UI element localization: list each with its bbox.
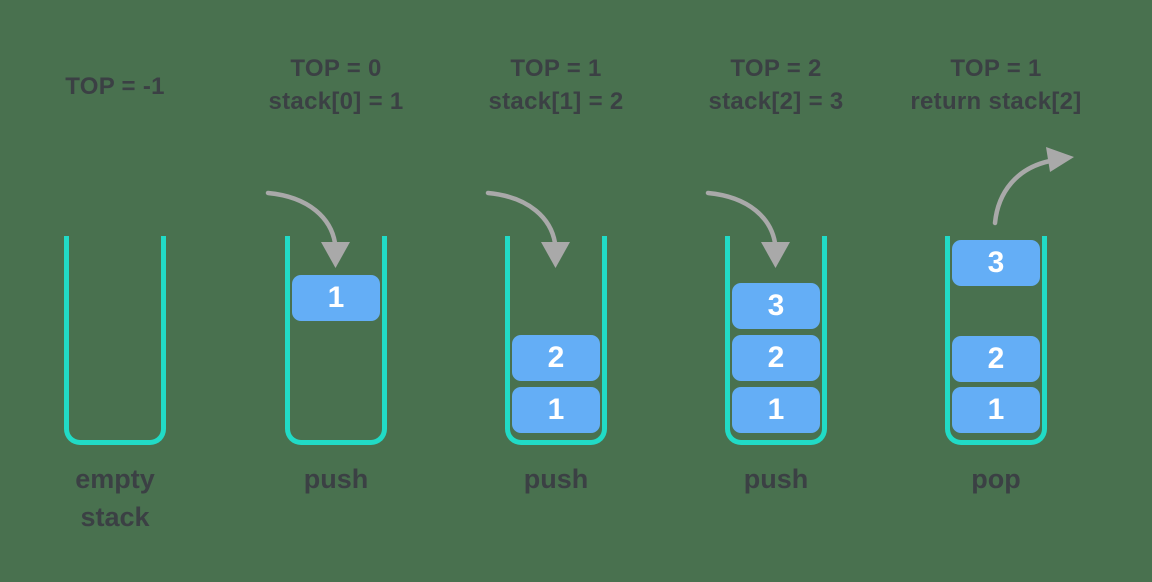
stage-pop: TOP = 1 return stack[2] 3 2 1 pop xyxy=(876,0,1116,582)
stage-push-3: TOP = 2 stack[2] = 3 3 2 1 push xyxy=(656,0,896,582)
stage-label: push xyxy=(436,460,676,498)
stack-container xyxy=(64,236,166,445)
stack-container: 3 2 1 xyxy=(945,236,1047,445)
assignment-text: stack[1] = 2 xyxy=(488,88,624,115)
stage-empty-stack: TOP = -1 empty stack xyxy=(0,0,235,582)
stack-item: 1 xyxy=(512,387,600,433)
stage-label: pop xyxy=(876,460,1116,498)
stack-item: 2 xyxy=(952,336,1040,382)
stage-label-line: pop xyxy=(971,464,1021,494)
stage-caption: TOP = 1 return stack[2] xyxy=(876,52,1116,118)
stage-label-line: empty xyxy=(75,464,155,494)
top-pointer-value: TOP = -1 xyxy=(65,73,165,100)
stage-label: empty stack xyxy=(0,460,235,536)
stack-item-popped: 3 xyxy=(952,240,1040,286)
top-pointer-value: TOP = 0 xyxy=(290,55,382,82)
stage-caption: TOP = -1 xyxy=(0,70,235,103)
stack-item: 2 xyxy=(732,335,820,381)
push-arrow-icon xyxy=(265,190,350,268)
stack-container: 3 2 1 xyxy=(725,236,827,445)
return-text: return stack[2] xyxy=(910,88,1082,115)
stage-label-line: push xyxy=(743,464,809,494)
stack-item: 1 xyxy=(732,387,820,433)
stage-push-1: TOP = 0 stack[0] = 1 1 push xyxy=(216,0,456,582)
stage-push-2: TOP = 1 stack[1] = 2 2 1 push xyxy=(436,0,676,582)
push-arrow-icon xyxy=(485,190,570,268)
assignment-text: stack[0] = 1 xyxy=(268,88,404,115)
top-pointer-value: TOP = 1 xyxy=(510,55,602,82)
top-pointer-value: TOP = 2 xyxy=(730,55,822,82)
push-arrow-icon xyxy=(705,190,790,268)
stage-caption: TOP = 0 stack[0] = 1 xyxy=(216,52,456,118)
stage-label: push xyxy=(216,460,456,498)
stage-caption: TOP = 2 stack[2] = 3 xyxy=(656,52,896,118)
assignment-text: stack[2] = 3 xyxy=(708,88,844,115)
stack-item: 3 xyxy=(732,283,820,329)
stage-label-line: push xyxy=(523,464,589,494)
stack-container: 1 xyxy=(285,236,387,445)
stack-item: 1 xyxy=(292,275,380,321)
stage-caption: TOP = 1 stack[1] = 2 xyxy=(436,52,676,118)
stack-item: 2 xyxy=(512,335,600,381)
top-pointer-value: TOP = 1 xyxy=(950,55,1042,82)
stage-label-line: stack xyxy=(80,502,150,532)
stage-label-line: push xyxy=(303,464,369,494)
pop-arrow-icon xyxy=(992,147,1074,226)
stack-container: 2 1 xyxy=(505,236,607,445)
stack-item: 1 xyxy=(952,387,1040,433)
stage-label: push xyxy=(656,460,896,498)
